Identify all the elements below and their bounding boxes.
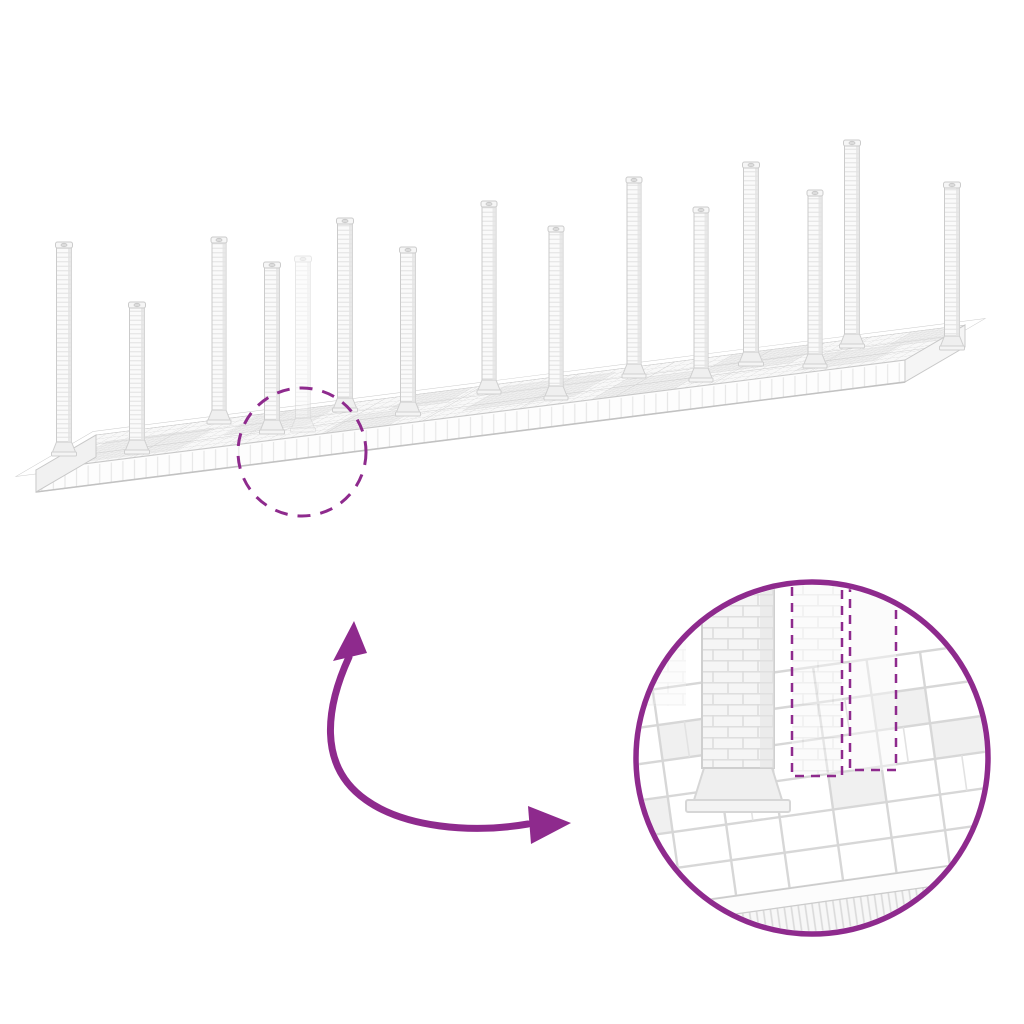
detail-peg-shade xyxy=(760,585,774,768)
detail-ghost-peg xyxy=(792,585,842,774)
detail-circle-border xyxy=(633,579,991,937)
peg-shade xyxy=(307,261,311,418)
peg-cap-hole xyxy=(215,237,223,243)
peg-foot xyxy=(803,353,827,365)
peg-base-plate xyxy=(332,407,358,413)
peg-cap-hole xyxy=(848,140,856,146)
peg-base-plate xyxy=(688,377,714,383)
detail-solid-peg xyxy=(685,585,791,813)
peg-shade xyxy=(956,187,960,336)
detail-peg-base-plate xyxy=(685,799,791,813)
zoom-arrow-head-top xyxy=(333,621,367,661)
rack-peg xyxy=(395,246,421,417)
rack-peg xyxy=(124,301,150,455)
peg-shade xyxy=(704,212,708,368)
peg-cap-hole xyxy=(630,177,638,183)
rack-peg xyxy=(839,139,865,349)
peg-foot xyxy=(395,401,421,413)
peg-base-plate xyxy=(259,429,285,435)
peg-shade xyxy=(492,206,496,380)
peg-cap-hole xyxy=(948,182,956,188)
peg-shade xyxy=(637,182,641,364)
peg-foot xyxy=(290,417,316,429)
detail-ghost-slot xyxy=(850,590,896,770)
peg-foot xyxy=(939,335,965,347)
rack-peg xyxy=(939,181,965,351)
peg-base-plate xyxy=(476,389,502,395)
peg-base-plate xyxy=(621,373,647,379)
peg-shade xyxy=(222,242,226,410)
peg-foot xyxy=(207,409,231,421)
peg-shade xyxy=(276,267,280,420)
peg-shade xyxy=(818,195,822,354)
peg-shade xyxy=(856,145,860,334)
rack-peg-ghost xyxy=(290,255,316,433)
peg-base-plate xyxy=(124,449,150,455)
rack-peg xyxy=(621,176,647,379)
zoom-arrow xyxy=(327,621,571,844)
peg-base-plate xyxy=(51,451,77,457)
storage-rack xyxy=(14,139,987,493)
peg-foot xyxy=(544,385,568,397)
peg-base-plate xyxy=(839,343,865,349)
peg-shade xyxy=(349,223,353,398)
peg-foot xyxy=(259,419,285,431)
rack-peg xyxy=(259,261,285,435)
peg-base-plate xyxy=(802,363,828,369)
detail-insertion-outlines xyxy=(790,585,898,778)
peg-cap-hole xyxy=(268,262,276,268)
peg-shade xyxy=(68,247,72,442)
rack-peg xyxy=(688,206,714,383)
peg-cap-hole xyxy=(404,247,412,253)
rack-pegs xyxy=(51,139,965,457)
zoom-arrow-head-bottom xyxy=(528,806,571,844)
zoom-arrow-curve xyxy=(327,653,532,832)
rack-peg xyxy=(332,217,358,413)
rack-peg xyxy=(51,241,77,457)
peg-cap-hole xyxy=(552,226,560,232)
peg-foot xyxy=(738,351,764,363)
peg-shade xyxy=(755,167,759,352)
peg-cap-hole xyxy=(485,201,493,207)
peg-foot xyxy=(839,333,865,345)
rack-peg xyxy=(476,200,502,395)
peg-foot xyxy=(622,363,646,375)
peg-shade xyxy=(141,307,145,440)
peg-foot xyxy=(689,367,713,379)
peg-cap-hole xyxy=(747,162,755,168)
rack-peg xyxy=(543,225,569,401)
peg-base-plate xyxy=(738,361,764,367)
peg-cap xyxy=(294,255,312,263)
peg-base-plate xyxy=(206,419,232,425)
peg-foot xyxy=(124,439,150,451)
rack-top-surface xyxy=(14,318,987,477)
peg-base-plate xyxy=(543,395,569,401)
annotations xyxy=(236,386,991,937)
peg-cap-hole xyxy=(811,190,819,196)
rack-peg xyxy=(738,161,764,367)
peg-cap-hole xyxy=(341,218,349,224)
peg-base-plate xyxy=(395,411,421,417)
peg-shade xyxy=(412,252,416,402)
peg-body xyxy=(295,260,311,419)
insertion-outline-2 xyxy=(848,585,898,772)
peg-shade xyxy=(559,231,563,386)
peg-foot xyxy=(51,441,77,453)
peg-base-plate xyxy=(939,345,965,351)
highlight-dashed-circle xyxy=(236,386,368,518)
insertion-outline-1 xyxy=(790,585,844,778)
detail-peg-foot xyxy=(692,767,784,801)
peg-foot xyxy=(477,379,501,391)
peg-cap-hole xyxy=(133,302,141,308)
peg-base-plate xyxy=(290,427,316,433)
rack-peg xyxy=(802,189,828,369)
peg-cap-hole xyxy=(60,242,68,248)
rack-peg xyxy=(206,236,232,425)
peg-cap-hole xyxy=(299,256,307,262)
peg-cap-hole xyxy=(697,207,705,213)
